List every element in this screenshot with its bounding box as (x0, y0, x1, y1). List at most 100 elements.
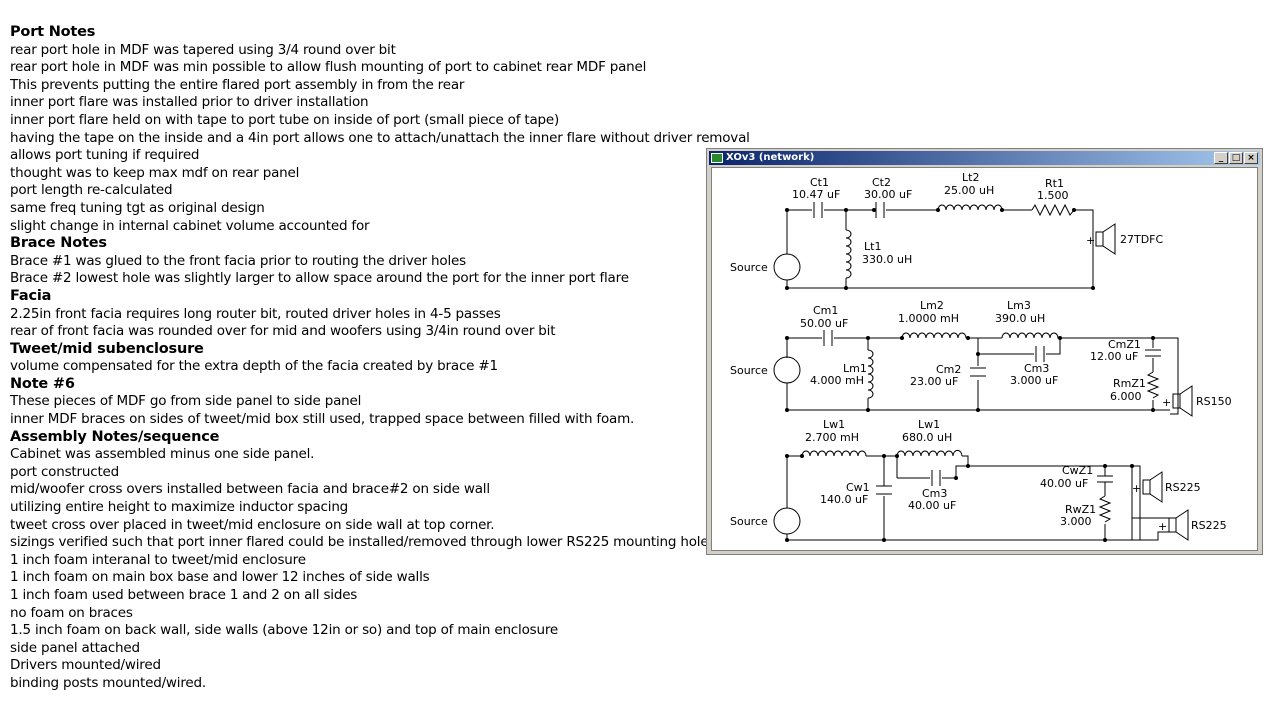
notes-line: side panel attached (10, 639, 140, 656)
schematic-canvas: Ct1 10.47 uF Ct2 30.00 uF Lt2 25.00 uH R… (711, 167, 1258, 551)
value-ct2: 30.00 uF (864, 188, 912, 201)
notes-line: same freq tuning tgt as original design (10, 199, 265, 216)
inductor-lt1 (845, 229, 852, 279)
capacitor-cw1 (876, 485, 892, 495)
maximize-button[interactable]: □ (1229, 152, 1243, 164)
notes-line: sizings verified such that port inner fl… (10, 534, 709, 551)
capacitor-cwz1 (1097, 475, 1113, 483)
plus-woofer-b: + (1158, 520, 1167, 533)
label-driver-mid: RS150 (1196, 395, 1232, 408)
notes-line: mid/woofer cross overs installed between… (10, 481, 490, 498)
notes-line: rear port hole in MDF was tapered using … (10, 41, 396, 58)
value-lw1a: 2.700 mH (805, 431, 859, 444)
label-driver-woofer-a: RS225 (1165, 481, 1201, 494)
notes-line: having the tape on the inside and a 4in … (10, 129, 750, 146)
inductor-lm1 (867, 349, 874, 399)
speaker-cone (1102, 223, 1116, 255)
value-lt1: 330.0 uH (862, 253, 912, 266)
notes-heading: Port Notes (10, 24, 96, 40)
label-rt1: Rt1 (1045, 177, 1064, 190)
value-cm3: 3.000 uF (1010, 374, 1058, 387)
label-ct1: Ct1 (810, 176, 829, 189)
capacitor-cm3 (1035, 346, 1045, 362)
label-lt1: Lt1 (864, 240, 881, 253)
speaker-tweeter (1095, 231, 1104, 247)
label-cm3-woofer: Cm3 (922, 487, 947, 500)
notes-line: inner port flare held on with tape to po… (10, 111, 560, 128)
tweeter-labels: Ct1 10.47 uF Ct2 30.00 uF Lt2 25.00 uH R… (730, 171, 1164, 274)
notes-line: rear port hole in MDF was min possible t… (10, 59, 647, 76)
notes-line: rear of front facia was rounded over for… (10, 323, 556, 340)
notes-line: thought was to keep max mdf on rear pane… (10, 164, 300, 181)
notes-line: allows port tuning if required (10, 147, 200, 164)
label-lt2: Lt2 (962, 171, 979, 184)
value-lm1: 4.000 mH (810, 374, 864, 387)
label-driver-tweeter: 27TDFC (1120, 233, 1164, 246)
close-button[interactable]: × (1244, 152, 1258, 164)
plus-tweeter: + (1086, 234, 1095, 247)
label-rmz1: RmZ1 (1113, 377, 1146, 390)
xover-window[interactable]: XOv3 (network) _ □ × (706, 148, 1263, 555)
notes-line: 1 inch foam on main box base and lower 1… (10, 569, 430, 586)
notes-line: 1 inch foam used between brace 1 and 2 o… (10, 587, 358, 603)
value-rmz1: 6.000 (1110, 390, 1142, 403)
junctions (785, 208, 1155, 542)
resistor-rt1 (1031, 203, 1075, 217)
notes-line: Brace #2 lowest hole was slightly larger… (10, 270, 629, 287)
resistor-rwz1 (1098, 495, 1112, 523)
label-rwz1: RwZ1 (1065, 503, 1096, 516)
label-lw1b: Lw1 (918, 418, 940, 431)
value-cm2: 23.00 uF (910, 375, 958, 388)
label-lm3: Lm3 (1007, 299, 1031, 312)
minimize-button[interactable]: _ (1214, 152, 1228, 164)
label-driver-woofer-b: RS225 (1191, 519, 1227, 532)
notes-line: slight change in internal cabinet volume… (10, 217, 370, 234)
label-source-mid: Source (730, 364, 768, 377)
wire (1139, 494, 1169, 541)
notes-line: binding posts mounted/wired. (10, 674, 206, 691)
notes-heading: Assembly Notes/sequence (10, 428, 220, 445)
notes-line: volume compensated for the extra depth o… (10, 358, 498, 375)
plus-mid: + (1162, 396, 1171, 409)
capacitor-cmz1 (1145, 349, 1161, 357)
plus-woofer-a: + (1132, 482, 1141, 495)
label-lm1: Lm1 (843, 362, 867, 375)
wire (787, 209, 1094, 224)
inductor-lt2 (937, 204, 1003, 211)
speaker-cone (1175, 509, 1189, 541)
capacitor-cm1 (823, 330, 833, 346)
notes-line: These pieces of MDF go from side panel t… (10, 393, 362, 410)
crossover-schematic: Ct1 10.47 uF Ct2 30.00 uF Lt2 25.00 uH R… (730, 171, 1232, 542)
capacitor-cm3-woofer (931, 470, 941, 486)
notes-line: tweet cross over placed in tweet/mid enc… (10, 516, 495, 533)
source-woofer (773, 507, 801, 535)
value-ct1: 10.47 uF (792, 188, 840, 201)
notes-line: Cabinet was assembled minus one side pan… (10, 446, 315, 463)
window-title: XOv3 (network) (726, 152, 815, 163)
value-rt1: 1.500 (1037, 189, 1069, 202)
speaker-woofer-b (1168, 517, 1177, 533)
speaker-cone (1179, 385, 1193, 417)
value-lt2: 25.00 uH (944, 184, 994, 197)
speaker-woofer-a (1142, 479, 1151, 495)
inductor-lw1b (896, 449, 963, 457)
notes-line: 1.5 inch foam on back wall, side walls (… (10, 622, 558, 639)
label-lm2: Lm2 (920, 299, 944, 312)
notes-heading: Facia (10, 287, 52, 304)
speaker-mid (1172, 393, 1181, 409)
label-cwz1: CwZ1 (1062, 464, 1093, 477)
value-cmz1: 12.00 uF (1090, 350, 1138, 363)
label-cm3: Cm3 (1024, 362, 1049, 375)
capacitor-ct2 (875, 202, 885, 218)
notes-heading: Tweet/mid subenclosure (10, 340, 204, 357)
window-titlebar[interactable]: XOv3 (network) _ □ × (709, 151, 1260, 165)
value-cw1: 140.0 uF (820, 493, 868, 506)
value-cwz1: 40.00 uF (1040, 477, 1088, 490)
notes-line: port length re-calculated (10, 182, 173, 199)
inductor-lm2 (901, 332, 967, 339)
woofer-labels: Lw1 2.700 mH Lw1 680.0 uH CwZ1 40.00 uF … (730, 418, 1227, 533)
notes-line: inner MDF braces on sides of tweet/mid b… (10, 411, 635, 428)
label-ct2: Ct2 (872, 176, 891, 189)
notes-line: port constructed (10, 463, 120, 480)
